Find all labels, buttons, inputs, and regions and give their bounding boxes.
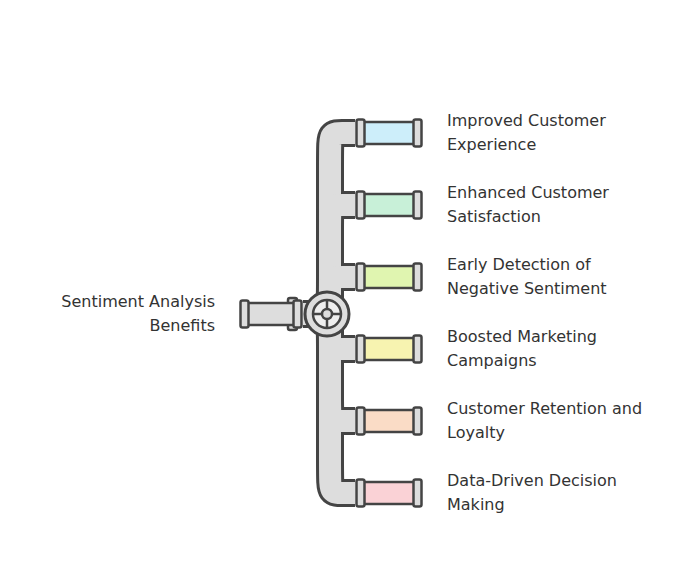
pipe-segment bbox=[355, 406, 423, 436]
pipe-segment bbox=[355, 478, 423, 508]
pipe-flange bbox=[414, 264, 422, 291]
pipe-segment bbox=[355, 262, 423, 292]
pipe-segment bbox=[355, 118, 423, 148]
pipe-segment bbox=[355, 190, 423, 220]
pipe-fill bbox=[303, 314, 355, 493]
benefit-label: Early Detection of Negative Sentiment bbox=[447, 253, 643, 301]
benefit-label: Boosted Marketing Campaigns bbox=[447, 325, 643, 373]
pipe-flange bbox=[414, 480, 422, 507]
pipe-body bbox=[359, 122, 419, 144]
pipe-flange bbox=[241, 301, 249, 328]
valve-symbol bbox=[288, 292, 349, 336]
benefit-label: Enhanced Customer Satisfaction bbox=[447, 181, 643, 229]
pipe-flange bbox=[414, 336, 422, 363]
source-label: Sentiment Analysis Benefits bbox=[35, 290, 215, 338]
benefit-outlet: Improved Customer Experience bbox=[355, 109, 643, 157]
pipe-flange bbox=[414, 120, 422, 147]
valve-ring bbox=[313, 300, 341, 328]
pipe-flange bbox=[357, 408, 365, 435]
pipe-flange bbox=[357, 120, 365, 147]
benefit-label: Data-Driven Decision Making bbox=[447, 469, 643, 517]
pipe-flange bbox=[357, 480, 365, 507]
pipe-body bbox=[359, 194, 419, 216]
pipe-flange bbox=[414, 408, 422, 435]
valve-wheel bbox=[305, 292, 349, 336]
pipe-body bbox=[359, 482, 419, 504]
pipe-fill bbox=[303, 133, 355, 314]
pipe-flange bbox=[294, 301, 302, 328]
pipe-segment bbox=[239, 299, 303, 329]
pipe-body bbox=[359, 338, 419, 360]
pipe-connector bbox=[303, 133, 355, 314]
valve-hub bbox=[322, 309, 332, 319]
benefit-outlet: Customer Retention and Loyalty bbox=[355, 397, 643, 445]
benefit-label: Improved Customer Experience bbox=[447, 109, 643, 157]
pipe-body bbox=[359, 266, 419, 288]
benefit-outlet: Enhanced Customer Satisfaction bbox=[355, 181, 643, 229]
pipe-flange bbox=[414, 192, 422, 219]
pipe-flange bbox=[357, 264, 365, 291]
benefit-outlet: Early Detection of Negative Sentiment bbox=[355, 253, 643, 301]
pipe-body bbox=[359, 410, 419, 432]
pipe-body bbox=[243, 303, 299, 325]
benefit-outlet: Data-Driven Decision Making bbox=[355, 469, 643, 517]
benefit-label: Customer Retention and Loyalty bbox=[447, 397, 643, 445]
benefit-outlet: Boosted Marketing Campaigns bbox=[355, 325, 643, 373]
source-pipe: Sentiment Analysis Benefits bbox=[35, 290, 303, 338]
pipe-flange bbox=[357, 336, 365, 363]
pipe-segment bbox=[355, 334, 423, 364]
pipe-flange bbox=[357, 192, 365, 219]
pipe-connector bbox=[303, 314, 355, 493]
